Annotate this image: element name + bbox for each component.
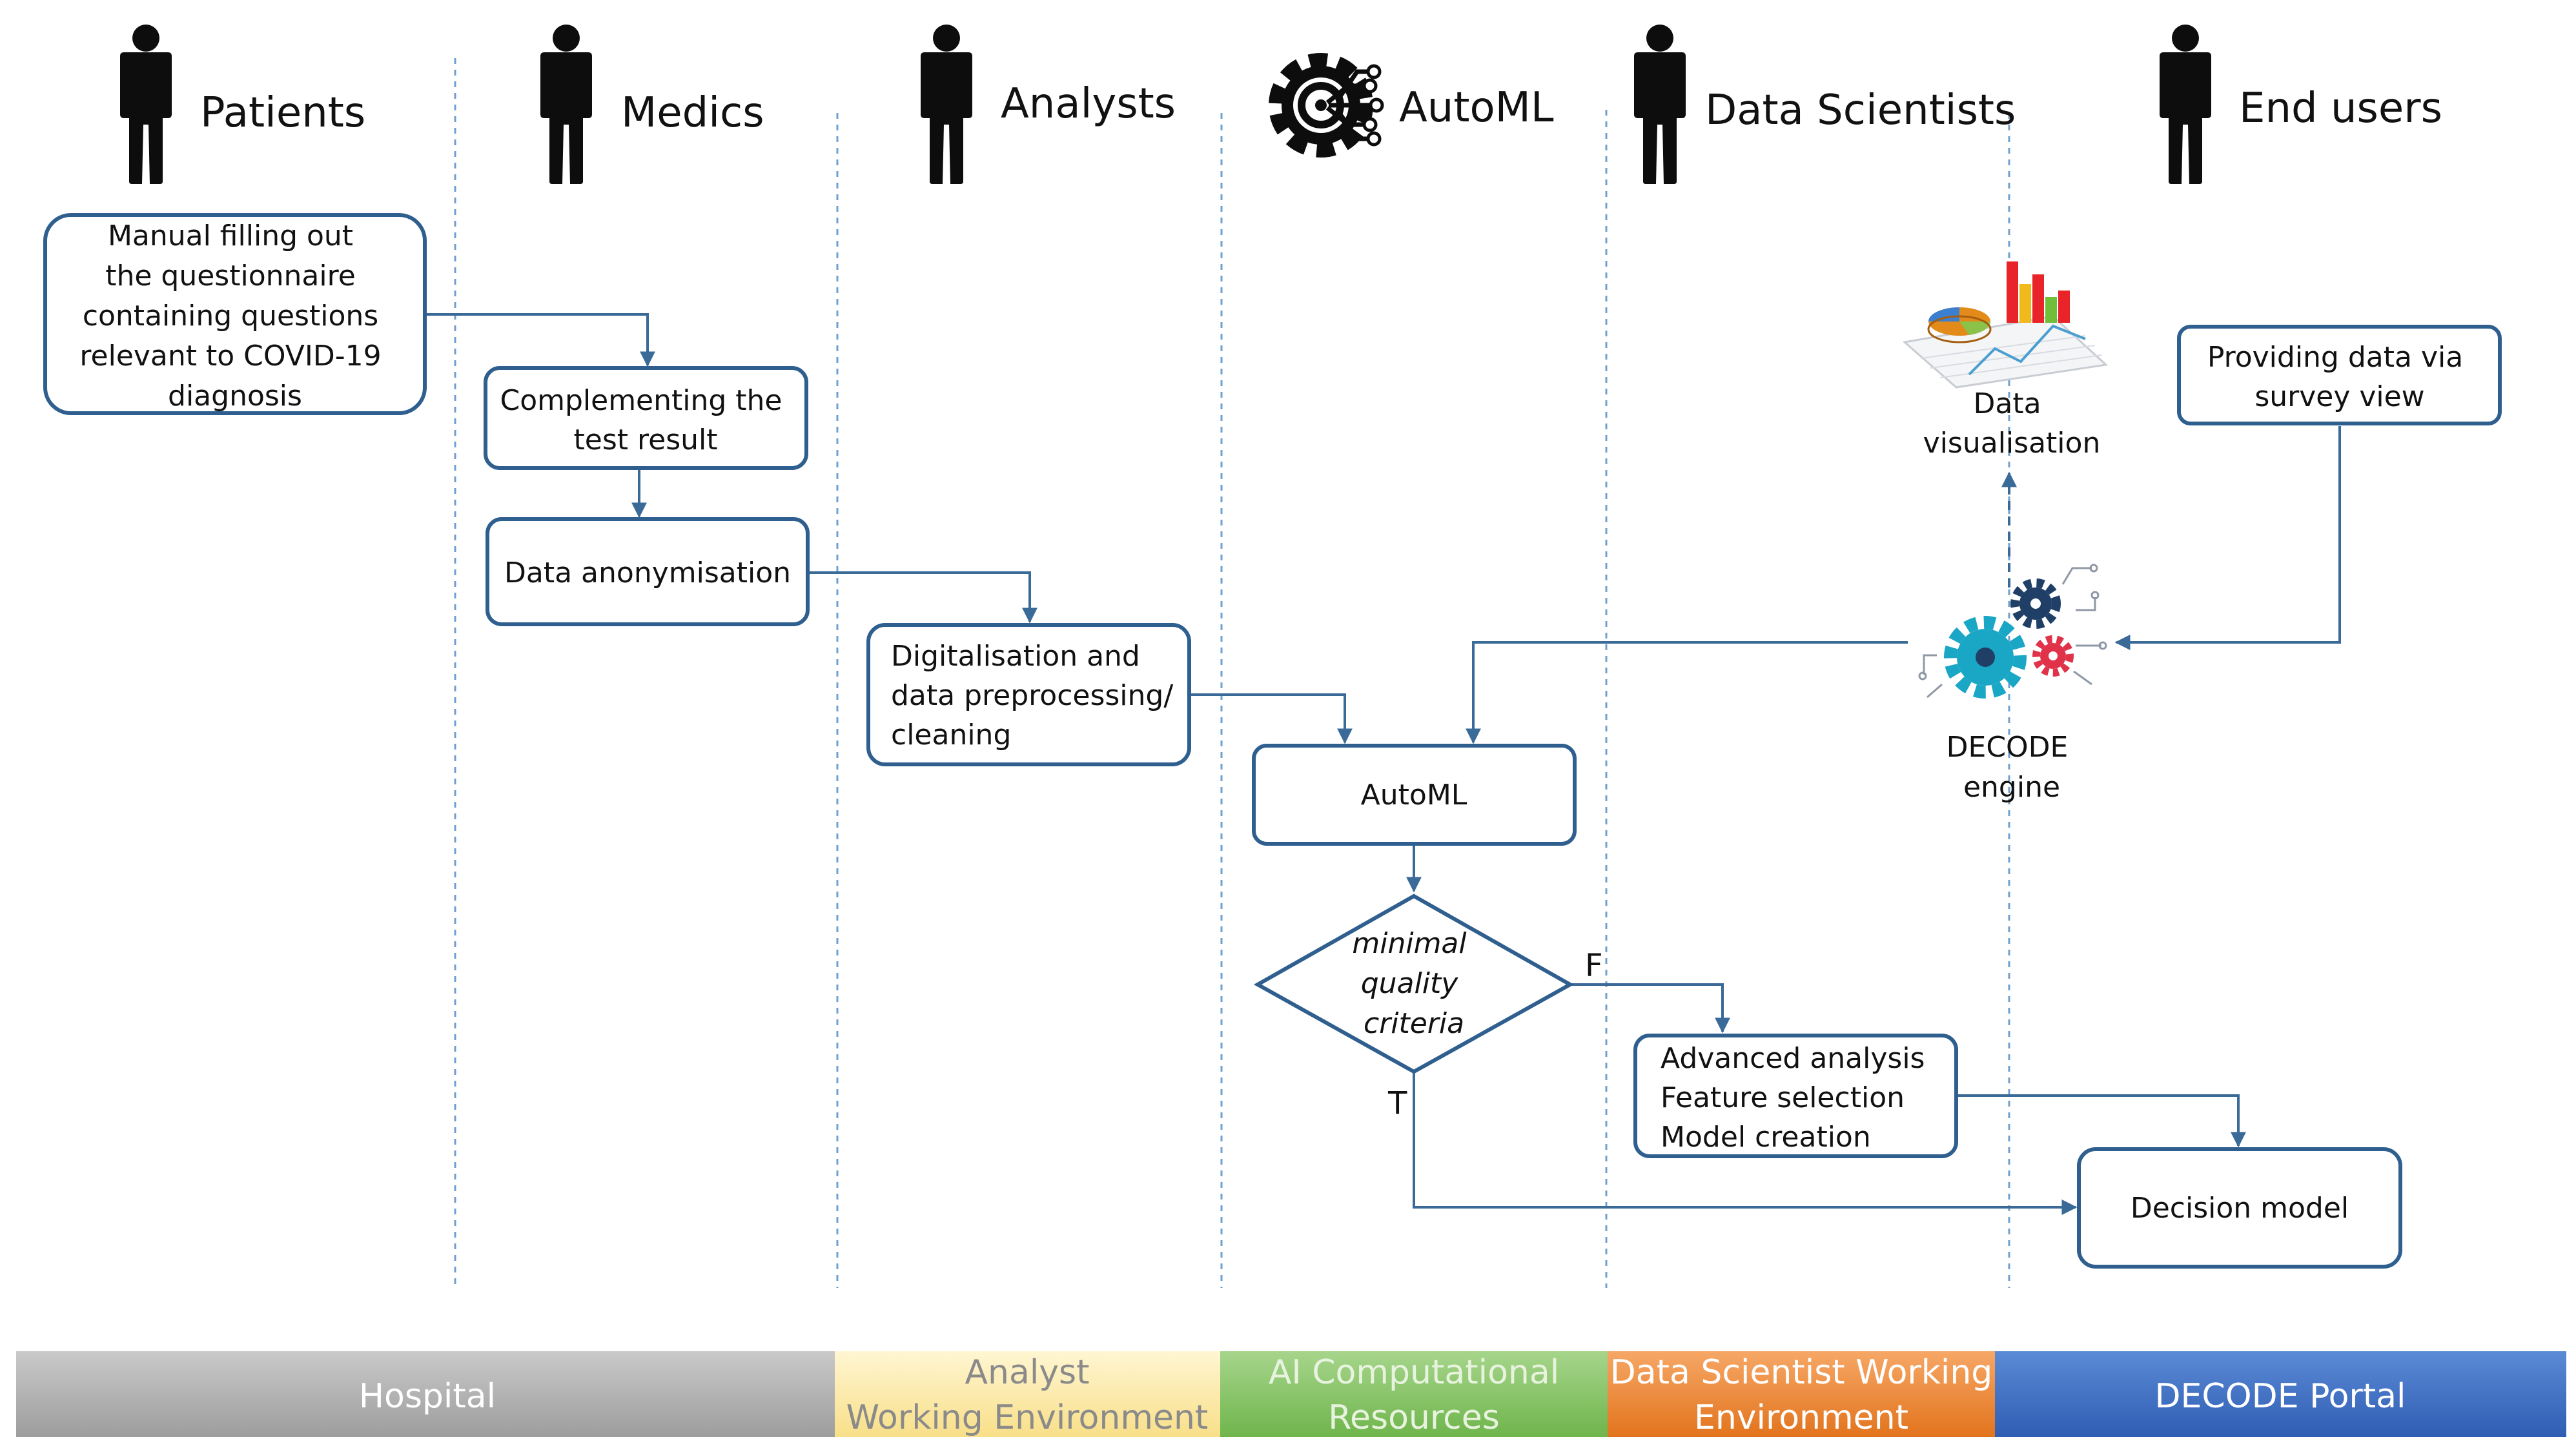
node-text: Manual filling out the questionnaire con… [79,220,390,413]
node-text: DECODE engine [1947,731,2078,804]
band-hospital: Hospital [16,1351,835,1437]
band-label: Data Scientist Working [1610,1353,1993,1392]
band-label: Environment [1694,1398,1908,1437]
actor-automl: AutoML [1269,53,1554,158]
decode-engine: DECODE engine [1918,564,2107,804]
actor-label: AutoML [1399,84,1554,132]
connector-survey-to-engine [2114,426,2341,650]
person-icon [120,25,172,184]
person-icon [921,25,972,184]
band-label: Analyst [965,1353,1089,1392]
node-complementing: Complementing the test result [484,366,808,470]
band-ai-resources: AI Computational Resources [1220,1351,1608,1437]
node-text: Data anonymisation [504,557,791,589]
connector-questionnaire-to-complement [425,313,655,367]
band-data-scientist-environment: Data Scientist Working Environment [1608,1351,1995,1437]
edge-label-true: T [1387,1085,1407,1121]
person-icon [2160,25,2211,184]
connector-advanced-to-decision [1956,1094,2246,1148]
edge-label-false: F [1585,948,1603,984]
actor-label: Patients [200,89,365,137]
band-decode-portal: DECODE Portal [1995,1351,2566,1437]
person-icon [540,25,592,184]
connector-engine-to-automl [1466,641,1908,744]
node-text: Decision model [2131,1192,2349,1225]
node-automl: AutoML [1252,744,1577,846]
actor-analysts: Analysts [921,25,1176,184]
band-label: AI Computational [1269,1353,1559,1392]
data-visualisation: Data visualisation [1902,261,2109,460]
node-text: Providing data via survey view [2207,341,2472,413]
lane-dividers [454,58,2010,1288]
ai-gear-icon [1269,53,1384,158]
band-analyst-environment: Analyst Working Environment [835,1351,1220,1437]
node-text: Digitalisation and data preprocessing/ c… [891,640,1182,751]
band-label: Hospital [359,1377,496,1416]
node-text: AutoML [1361,779,1467,812]
connector-criteria-false [1570,983,1730,1034]
node-anonymisation: Data anonymisation [486,517,810,626]
actor-patients: Patients [120,25,365,184]
actor-end-users: End users [2160,25,2442,184]
band-label: DECODE Portal [2155,1377,2406,1416]
node-quality-criteria: minimal quality criteria [1253,893,1575,1074]
node-advanced-analysis: Advanced analysis Feature selection Mode… [1633,1034,1958,1158]
node-providing-data: Providing data via survey view [2177,325,2502,425]
actor-label: Analysts [1001,80,1176,128]
actor-medics: Medics [540,25,764,184]
actor-label: Medics [621,89,764,137]
node-text: Complementing the test result [500,384,791,456]
actor-label: Data Scientists [1705,87,2016,134]
chart-icon [1902,261,2109,389]
node-text: Advanced analysis Feature selection Mode… [1661,1042,1934,1154]
band-label: Resources [1328,1398,1500,1437]
gears-icon [1918,564,2107,699]
connector-digitalisation-to-automl [1189,693,1353,744]
person-icon [1634,25,1686,184]
connector-anonymisation-to-digitalisation [807,571,1038,624]
node-text: Data visualisation [1923,387,2101,460]
environment-bands: Hospital Analyst Working Environment AI … [16,1351,2566,1437]
node-decision-model: Decision model [2077,1147,2402,1269]
band-label: Working Environment [846,1398,1209,1437]
connector-criteria-true [1413,1072,2078,1215]
node-digitalisation: Digitalisation and data preprocessing/ c… [866,623,1191,766]
node-manual-filling: Manual filling out the questionnaire con… [43,213,427,415]
connectors [425,313,2341,1215]
actor-label: End users [2239,85,2442,132]
actor-data-scientists: Data Scientists [1634,25,2016,184]
node-text: minimal quality criteria [1352,927,1475,1040]
